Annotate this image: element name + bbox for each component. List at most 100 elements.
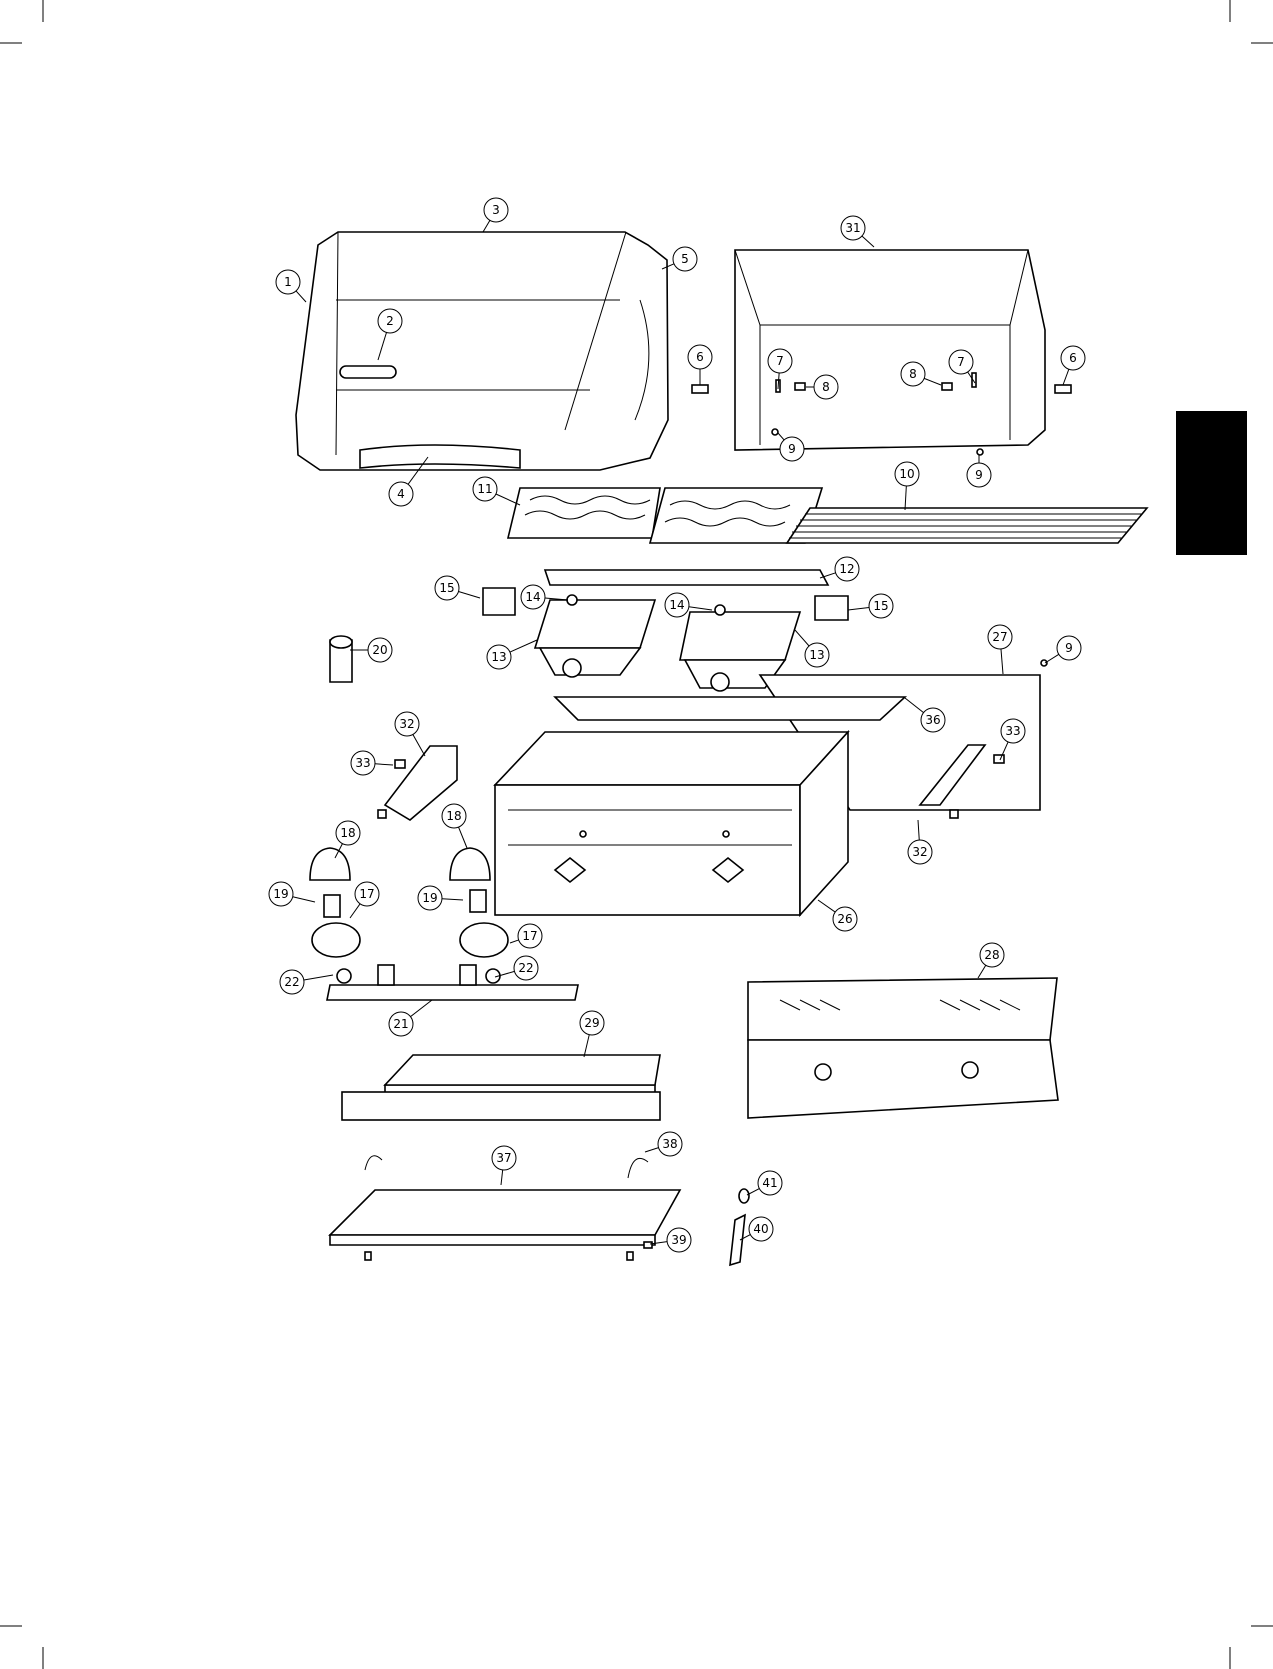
callout-label: 11 (477, 482, 492, 496)
callout-c31: 31 (841, 216, 874, 247)
leader-line (458, 591, 480, 598)
callout-c27: 27 (988, 625, 1012, 674)
cooking-grids (508, 488, 822, 543)
callout-label: 31 (845, 221, 860, 235)
callout-label: 19 (273, 887, 288, 901)
lid-assembly (296, 232, 668, 470)
leader-line (978, 965, 986, 978)
leader-line (410, 1000, 432, 1017)
leader-line (375, 764, 393, 765)
callout-c9c: 9 (1045, 636, 1081, 663)
leader-line (304, 975, 333, 980)
callout-label: 10 (899, 467, 914, 481)
callout-label: 7 (776, 354, 784, 368)
gas-manifold (327, 965, 578, 1000)
callout-c13a: 13 (487, 640, 537, 669)
leader-line (442, 899, 463, 900)
gas-valve (330, 636, 352, 682)
callout-label: 37 (496, 1151, 511, 1165)
callout-c17a: 17 (350, 882, 379, 918)
leader-line (848, 607, 869, 610)
rear-strip (555, 697, 905, 720)
callout-label: 26 (837, 912, 852, 926)
callout-c13b: 13 (795, 630, 829, 667)
callout-c17b: 17 (510, 924, 542, 948)
leader-line (496, 494, 520, 505)
callout-label: 17 (522, 929, 537, 943)
callout-c15b: 15 (848, 594, 893, 618)
callout-c10: 10 (895, 462, 919, 510)
callout-c12: 12 (820, 557, 859, 581)
callout-label: 15 (873, 599, 888, 613)
leader-line (501, 1170, 503, 1185)
callout-label: 7 (957, 355, 965, 369)
callout-label: 15 (439, 581, 454, 595)
leader-line (413, 734, 425, 756)
callout-label: 40 (753, 1222, 768, 1236)
callout-c28: 28 (978, 943, 1004, 978)
leader-line (795, 630, 809, 646)
callout-label: 20 (372, 643, 387, 657)
control-knobs (310, 848, 490, 880)
callout-c6a: 6 (688, 345, 712, 385)
warming-rack (787, 508, 1147, 543)
leader-line (905, 486, 906, 510)
callout-c15a: 15 (435, 576, 480, 600)
callout-label: 41 (762, 1176, 777, 1190)
callout-c32b: 32 (908, 820, 932, 864)
bottom-tray (330, 1156, 680, 1260)
callout-c11: 11 (473, 477, 520, 505)
callout-label: 9 (1065, 641, 1073, 655)
callout-c29: 29 (580, 1011, 604, 1057)
callout-c32a: 32 (395, 712, 425, 756)
leader-line (510, 640, 537, 652)
leader-line (862, 236, 874, 247)
leader-line (510, 940, 519, 943)
callout-c41: 41 (747, 1171, 782, 1195)
leader-line (1063, 369, 1069, 385)
callout-c19b: 19 (418, 886, 463, 910)
callout-label: 32 (912, 845, 927, 859)
leader-line (689, 607, 712, 610)
callout-c26: 26 (818, 900, 857, 931)
burners (535, 600, 800, 691)
control-panel (748, 978, 1058, 1118)
callout-label: 13 (491, 650, 506, 664)
callout-label: 1 (284, 275, 292, 289)
callout-label: 19 (422, 891, 437, 905)
callout-label: 12 (839, 562, 854, 576)
callout-label: 21 (393, 1017, 408, 1031)
knob-bezels (312, 923, 508, 957)
callout-label: 32 (399, 717, 414, 731)
callout-label: 9 (788, 442, 796, 456)
main-firebox (495, 732, 848, 915)
knob-springs (324, 890, 486, 917)
leader-line (293, 897, 315, 902)
callout-c18b: 18 (442, 804, 467, 848)
leader-line (483, 220, 490, 232)
electrode-hardware (730, 1189, 749, 1265)
callout-c19a: 19 (269, 882, 315, 906)
callout-label: 22 (518, 961, 533, 975)
callout-label: 38 (662, 1137, 677, 1151)
callout-label: 13 (809, 648, 824, 662)
drip-pan (342, 1055, 660, 1120)
callout-c3: 3 (483, 198, 508, 232)
callout-label: 29 (584, 1016, 599, 1030)
callout-label: 33 (355, 756, 370, 770)
callout-label: 2 (386, 314, 394, 328)
leader-line (645, 1148, 659, 1152)
callout-c1: 1 (276, 270, 306, 302)
callout-label: 18 (340, 826, 355, 840)
callout-c22a: 22 (280, 970, 333, 994)
callout-c6b: 6 (1061, 346, 1085, 385)
callout-label: 27 (992, 630, 1007, 644)
leader-line (350, 904, 360, 918)
callout-label: 33 (1005, 724, 1020, 738)
callout-label: 3 (492, 203, 500, 217)
callout-label: 8 (822, 380, 830, 394)
callout-label: 9 (975, 468, 983, 482)
leader-line (818, 900, 835, 912)
callout-label: 14 (669, 598, 684, 612)
